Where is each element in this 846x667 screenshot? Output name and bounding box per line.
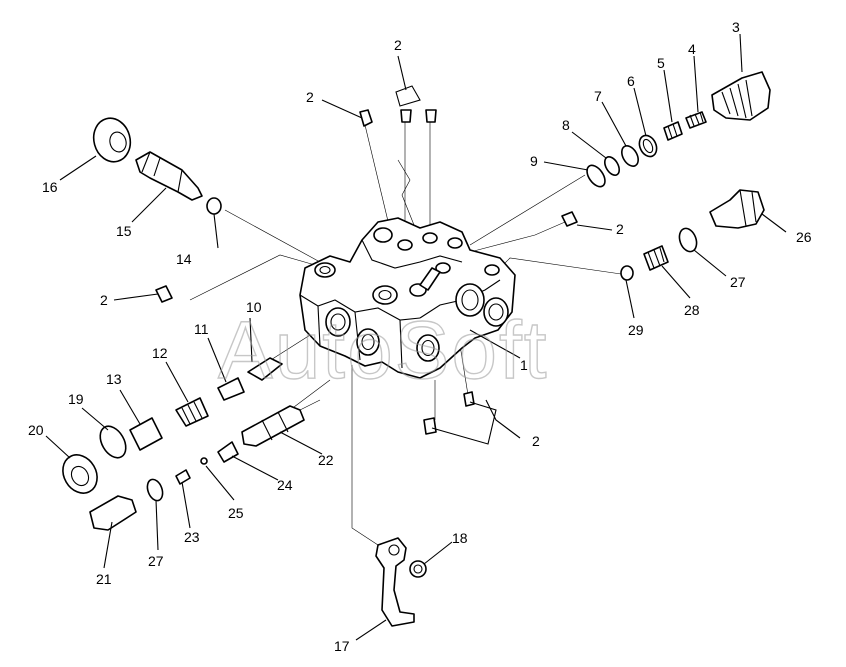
o-ring-14 (206, 197, 222, 215)
plug-left (155, 285, 173, 303)
callout-18: 18 (452, 530, 468, 546)
sleeve-13 (129, 417, 163, 451)
callout-9: 9 (530, 153, 538, 169)
screw-23 (175, 469, 191, 485)
callout-8: 8 (562, 117, 570, 133)
lever-17 (375, 537, 415, 627)
pin-10 (247, 357, 283, 381)
relief-valve-assembly (586, 71, 771, 188)
o-ring-8 (603, 156, 621, 176)
callout-2: 2 (616, 221, 624, 237)
callout-6: 6 (627, 73, 635, 89)
callout-15: 15 (116, 223, 132, 239)
callout-2: 2 (100, 292, 108, 308)
ball-25 (200, 457, 208, 465)
lever-parts (375, 537, 427, 627)
callout-27: 27 (148, 553, 164, 569)
plug-top-center (400, 109, 437, 123)
nut-16 (92, 117, 132, 163)
valve-body (299, 217, 516, 379)
callout-12: 12 (152, 345, 168, 361)
assembly-guides (189, 118, 629, 546)
callout-16: 16 (42, 179, 58, 195)
check-valve-assembly (620, 189, 765, 281)
callout-labels: 1 2 2 2 2 2 3 4 5 6 7 8 9 10 11 12 13 14… (28, 19, 812, 654)
callout-2: 2 (394, 37, 402, 53)
o-ring-9 (586, 164, 606, 188)
plug-right (561, 211, 578, 227)
left-bottom-parts (62, 357, 305, 531)
callout-19: 19 (68, 391, 84, 407)
plug-bottom (423, 391, 475, 435)
callout-29: 29 (628, 322, 644, 338)
callout-17: 17 (334, 638, 350, 654)
callout-7: 7 (594, 88, 602, 104)
callout-2: 2 (306, 89, 314, 105)
leader-lines (45, 33, 787, 641)
spring-28 (643, 245, 669, 271)
watermark-text: AutoSoft (218, 305, 549, 396)
shaft-15 (135, 151, 203, 201)
callout-22: 22 (318, 452, 334, 468)
callout-3: 3 (732, 19, 740, 35)
plug-11 (217, 377, 245, 401)
callout-27: 27 (730, 274, 746, 290)
spool-22 (241, 405, 305, 447)
ring-6 (638, 134, 658, 158)
o-ring-27-right (678, 227, 698, 253)
callout-5: 5 (657, 55, 665, 71)
o-ring-19 (99, 425, 127, 459)
callout-26: 26 (796, 229, 812, 245)
callout-14: 14 (176, 251, 192, 267)
callout-25: 25 (228, 505, 244, 521)
plug-top-left (359, 109, 373, 127)
callout-13: 13 (106, 371, 122, 387)
callout-4: 4 (688, 41, 696, 57)
callout-21: 21 (96, 571, 112, 587)
o-ring-7 (621, 145, 639, 167)
spring-24 (217, 441, 239, 463)
callout-23: 23 (184, 529, 200, 545)
callout-2: 2 (532, 433, 540, 449)
callout-1: 1 (520, 357, 528, 373)
bushing-18 (409, 560, 427, 578)
callout-24: 24 (277, 477, 293, 493)
callout-10: 10 (246, 299, 262, 315)
left-top-parts (92, 117, 222, 215)
callout-11: 11 (194, 321, 209, 337)
plug-20 (62, 454, 98, 494)
ring-29 (620, 265, 634, 281)
spring-4 (685, 111, 707, 129)
callout-28: 28 (684, 302, 700, 318)
plug-21 (89, 495, 137, 531)
o-ring-27-left (146, 478, 164, 502)
callout-20: 20 (28, 422, 44, 438)
